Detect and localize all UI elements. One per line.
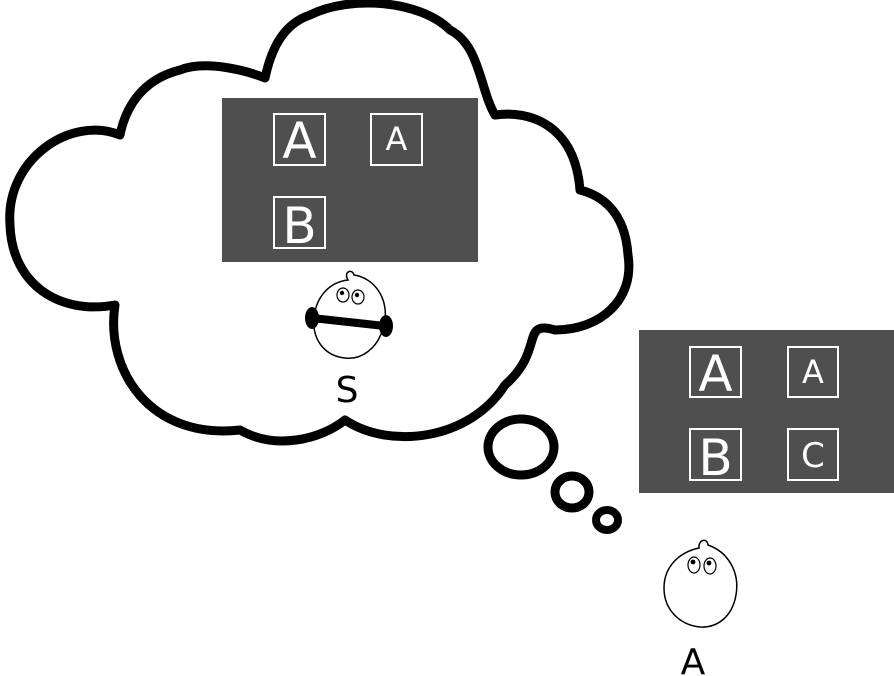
thought-bubble-medium: [550, 471, 594, 513]
imagined-agent-label: S: [336, 370, 359, 411]
real-tile: A: [689, 345, 742, 403]
thought-board: A A B: [222, 98, 478, 262]
imagined-agent: S: [305, 270, 393, 411]
agent-head: [663, 539, 738, 628]
thought-board-panel: [222, 98, 478, 262]
agent-eye: [703, 557, 717, 575]
real-tile: B: [689, 428, 742, 487]
real-tile: C: [787, 428, 839, 481]
real-tile-label: A: [698, 345, 732, 403]
real-board-panel: [639, 330, 894, 493]
thought-tile-label: B: [282, 197, 316, 255]
thought-bubble-large: [483, 414, 559, 480]
real-agent-label: A: [681, 642, 706, 676]
real-board: A A B C: [639, 330, 894, 493]
real-tile-label: B: [698, 429, 732, 487]
thought-tile: B: [273, 196, 326, 255]
agent-eye: [336, 287, 350, 303]
blindfold: [305, 307, 393, 337]
real-tile: A: [787, 346, 839, 398]
thought-tile-label: A: [282, 112, 316, 170]
agent-eye: [687, 556, 701, 574]
thought-tile: A: [370, 113, 423, 166]
real-agent: A: [663, 539, 738, 676]
agent-eye: [351, 289, 365, 305]
thought-tile-label: A: [386, 120, 408, 158]
thought-tile: A: [273, 112, 326, 170]
real-tile-label: C: [801, 436, 825, 476]
thought-bubble-small: [592, 506, 622, 534]
real-tile-label: A: [802, 353, 824, 391]
